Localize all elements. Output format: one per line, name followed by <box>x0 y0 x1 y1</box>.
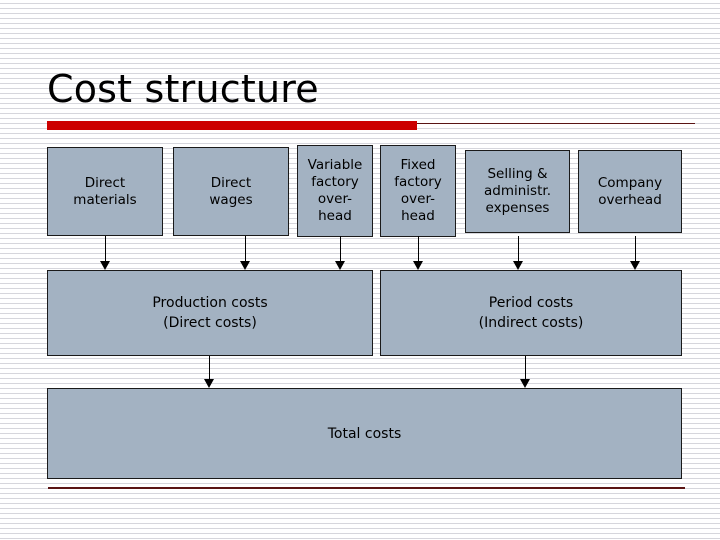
diagram-box-fixed-factory-overhead[interactable]: Fixed factory over- head <box>380 145 456 237</box>
arrow-shaft <box>340 236 341 261</box>
diagram-box-label: Production costs (Direct costs) <box>152 295 268 331</box>
page-title: Cost structure <box>47 67 319 111</box>
arrow-head <box>413 261 423 270</box>
diagram-box-label: Direct wages <box>209 174 253 208</box>
arrow-production-costs-to-total-costs <box>204 356 215 388</box>
arrow-period-costs-to-total-costs <box>520 356 531 388</box>
diagram-box-label: Period costs (Indirect costs) <box>478 295 584 331</box>
diagram-box-direct-wages[interactable]: Direct wages <box>173 147 289 236</box>
diagram-box-direct-materials[interactable]: Direct materials <box>47 147 163 236</box>
diagram-box-variable-factory-overhead[interactable]: Variable factory over- head <box>297 145 373 237</box>
arrow-fixed-factory-overhead-to-period-costs <box>413 236 424 270</box>
title-underline-thin-rule <box>417 123 695 124</box>
footer-rule <box>48 487 685 489</box>
diagram-box-company-overhead[interactable]: Company overhead <box>578 150 682 233</box>
arrow-variable-factory-overhead-to-production-costs <box>335 236 346 270</box>
arrow-shaft <box>418 236 419 261</box>
title-underline-accent-bar <box>47 121 417 130</box>
diagram-box-label: Variable factory over- head <box>307 157 363 224</box>
arrow-head <box>513 261 523 270</box>
diagram-box-label: Company overhead <box>597 174 663 208</box>
arrow-head <box>335 261 345 270</box>
arrow-shaft <box>635 236 636 261</box>
diagram-box-production-costs[interactable]: Production costs (Direct costs) <box>47 270 373 356</box>
arrow-head <box>204 379 214 388</box>
arrow-head <box>240 261 250 270</box>
arrow-shaft <box>525 356 526 379</box>
arrow-shaft <box>209 356 210 379</box>
arrow-selling-administrative-expenses-to-period-costs <box>513 236 524 270</box>
arrow-direct-wages-to-production-costs <box>240 236 251 270</box>
diagram-box-period-costs[interactable]: Period costs (Indirect costs) <box>380 270 682 356</box>
arrow-head <box>100 261 110 270</box>
diagram-box-total-costs[interactable]: Total costs <box>47 388 682 479</box>
diagram-box-label: Direct materials <box>73 174 137 208</box>
arrow-head <box>520 379 530 388</box>
arrow-shaft <box>105 236 106 261</box>
arrow-head <box>630 261 640 270</box>
arrow-shaft <box>518 236 519 261</box>
arrow-shaft <box>245 236 246 261</box>
arrow-direct-materials-to-production-costs <box>100 236 111 270</box>
diagram-box-selling-administrative-expenses[interactable]: Selling & administr. expenses <box>465 150 570 233</box>
diagram-box-label: Selling & administr. expenses <box>484 166 551 216</box>
diagram-box-label: Fixed factory over- head <box>394 157 442 224</box>
diagram-box-label: Total costs <box>327 425 402 442</box>
arrow-company-overhead-to-period-costs <box>630 236 641 270</box>
